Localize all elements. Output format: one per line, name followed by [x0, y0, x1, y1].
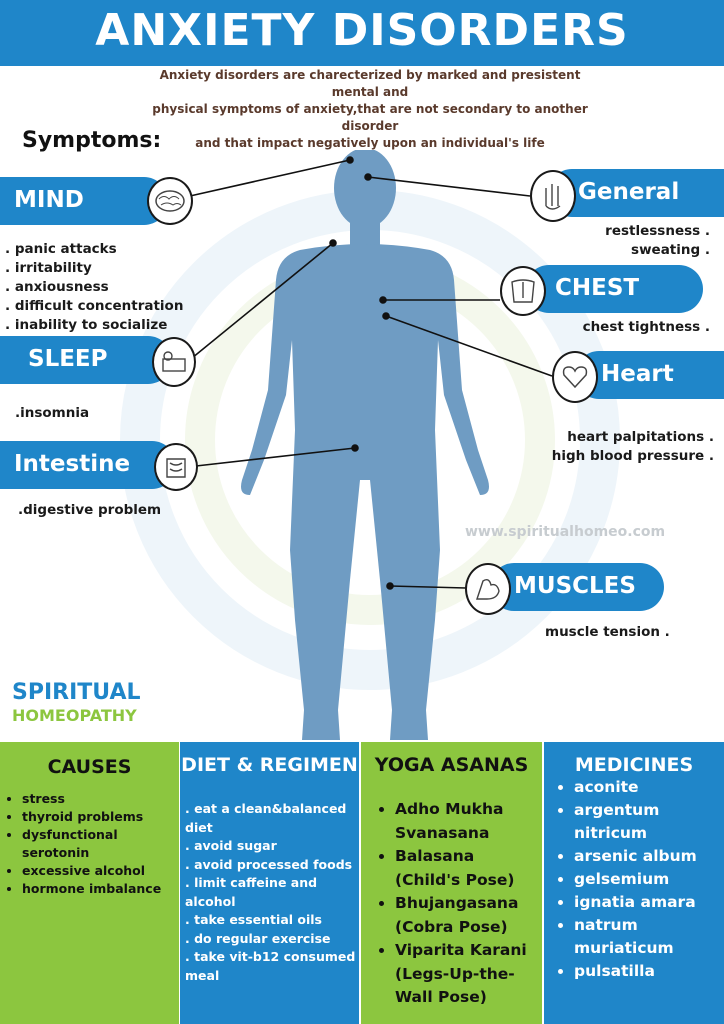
list-item: argentum nitricum: [574, 799, 724, 845]
general-label: General: [548, 169, 724, 217]
list-item: . eat a clean&balanced diet: [185, 801, 347, 835]
list-item: stress: [22, 790, 179, 808]
list-item: inability to socialize: [5, 316, 183, 335]
list-item: arsenic album: [574, 845, 724, 868]
intro-line: mental and: [331, 85, 409, 99]
intro-line: Anxiety disorders are charecterized by m…: [159, 68, 581, 82]
intro-line: disorder: [341, 119, 399, 133]
list-item: irritability: [5, 259, 183, 278]
list-item: heart palpitations .: [567, 429, 714, 445]
diet-panel: DIET & REGIMEN . eat a clean&balanced di…: [180, 742, 359, 1024]
list-item: . avoid sugar: [185, 838, 277, 853]
sleep-symptom: .insomnia: [15, 405, 90, 421]
page-title: ANXIETY DISORDERS: [95, 5, 629, 56]
heart-label: Heart: [575, 351, 724, 399]
causes-heading: CAUSES: [47, 756, 132, 778]
list-item: . avoid processed foods: [185, 856, 353, 872]
torso-icon: [500, 266, 546, 316]
symptoms-heading: Symptoms:: [22, 128, 162, 153]
list-item: aconite: [574, 776, 724, 799]
list-item: sweating .: [631, 242, 710, 258]
list-item: . limit caffeine and alcohol: [185, 875, 318, 909]
list-item: thyroid problems: [22, 808, 179, 826]
list-item: pulsatilla: [574, 960, 724, 983]
brand-name: SPIRITUAL: [12, 680, 141, 705]
nerve-hand-icon: [530, 170, 576, 222]
list-item: dysfunctional serotonin: [22, 826, 179, 862]
chest-symptom: chest tightness .: [582, 319, 710, 335]
brand-subtitle: HOMEOPATHY: [12, 706, 137, 725]
list-item: gelsemium: [574, 868, 724, 891]
medicines-panel: MEDICINES aconite argentum nitricum arse…: [544, 742, 724, 1024]
list-item: natrum muriaticum: [574, 914, 724, 960]
list-item: Adho Mukha Svanasana: [395, 798, 536, 845]
human-body-figure: [241, 150, 489, 740]
muscles-symptom: muscle tension .: [545, 624, 670, 640]
list-item: hormone imbalance: [22, 880, 179, 898]
chest-label: CHEST: [525, 265, 703, 313]
list-item: panic attacks: [5, 240, 183, 259]
intestine-label: Intestine: [0, 441, 176, 489]
intro-line: and that impact negatively upon an indiv…: [195, 136, 545, 150]
watermark: www.spiritualhomeo.com: [465, 524, 666, 540]
mind-symptoms-list: panic attacks irritability anxiousness d…: [5, 240, 184, 335]
list-item: excessive alcohol: [22, 862, 179, 880]
list-item: ignatia amara: [574, 891, 724, 914]
heart-icon: [552, 351, 598, 403]
yoga-panel: YOGA ASANAS Adho Mukha Svanasana Balasan…: [361, 742, 542, 1024]
list-item: difficult concentration: [5, 297, 184, 316]
intro-line: physical symptoms of anxiety,that are no…: [152, 102, 588, 116]
bicep-icon: [465, 563, 511, 615]
diet-heading: DIET & REGIMEN: [181, 754, 358, 776]
list-item: high blood pressure .: [551, 448, 714, 464]
muscles-label: MUSCLES: [490, 563, 664, 611]
list-item: . take vit-b12 consumed meal: [185, 949, 356, 983]
intro-text: Anxiety disorders are charecterized by m…: [150, 67, 590, 152]
yoga-heading: YOGA ASANAS: [374, 754, 529, 776]
sleeping-person-icon: [152, 337, 196, 387]
causes-panel: CAUSES stress thyroid problems dysfuncti…: [0, 742, 179, 1024]
brain-icon: [147, 177, 193, 225]
list-item: restlessness .: [605, 223, 710, 239]
list-item: anxiousness: [5, 278, 183, 297]
mind-label: MIND: [0, 177, 168, 225]
medicines-heading: MEDICINES: [574, 754, 694, 776]
sleep-label: SLEEP: [0, 336, 172, 384]
list-item: . take essential oils: [185, 912, 322, 927]
heart-symptoms-list: heart palpitations . high blood pressure…: [500, 428, 714, 466]
title-bar: [0, 0, 724, 66]
list-item: Viparita Karani (Legs-Up-the-Wall Pose): [395, 939, 536, 1010]
general-symptoms-list: restlessness . sweating .: [520, 222, 710, 260]
intestine-symptom: .digestive problem: [18, 502, 162, 518]
list-item: Balasana (Child's Pose): [395, 845, 536, 892]
connector-lines: [189, 156, 553, 590]
intestine-icon: [154, 443, 198, 491]
list-item: . do regular exercise: [185, 930, 331, 946]
list-item: Bhujangasana (Cobra Pose): [395, 892, 536, 939]
